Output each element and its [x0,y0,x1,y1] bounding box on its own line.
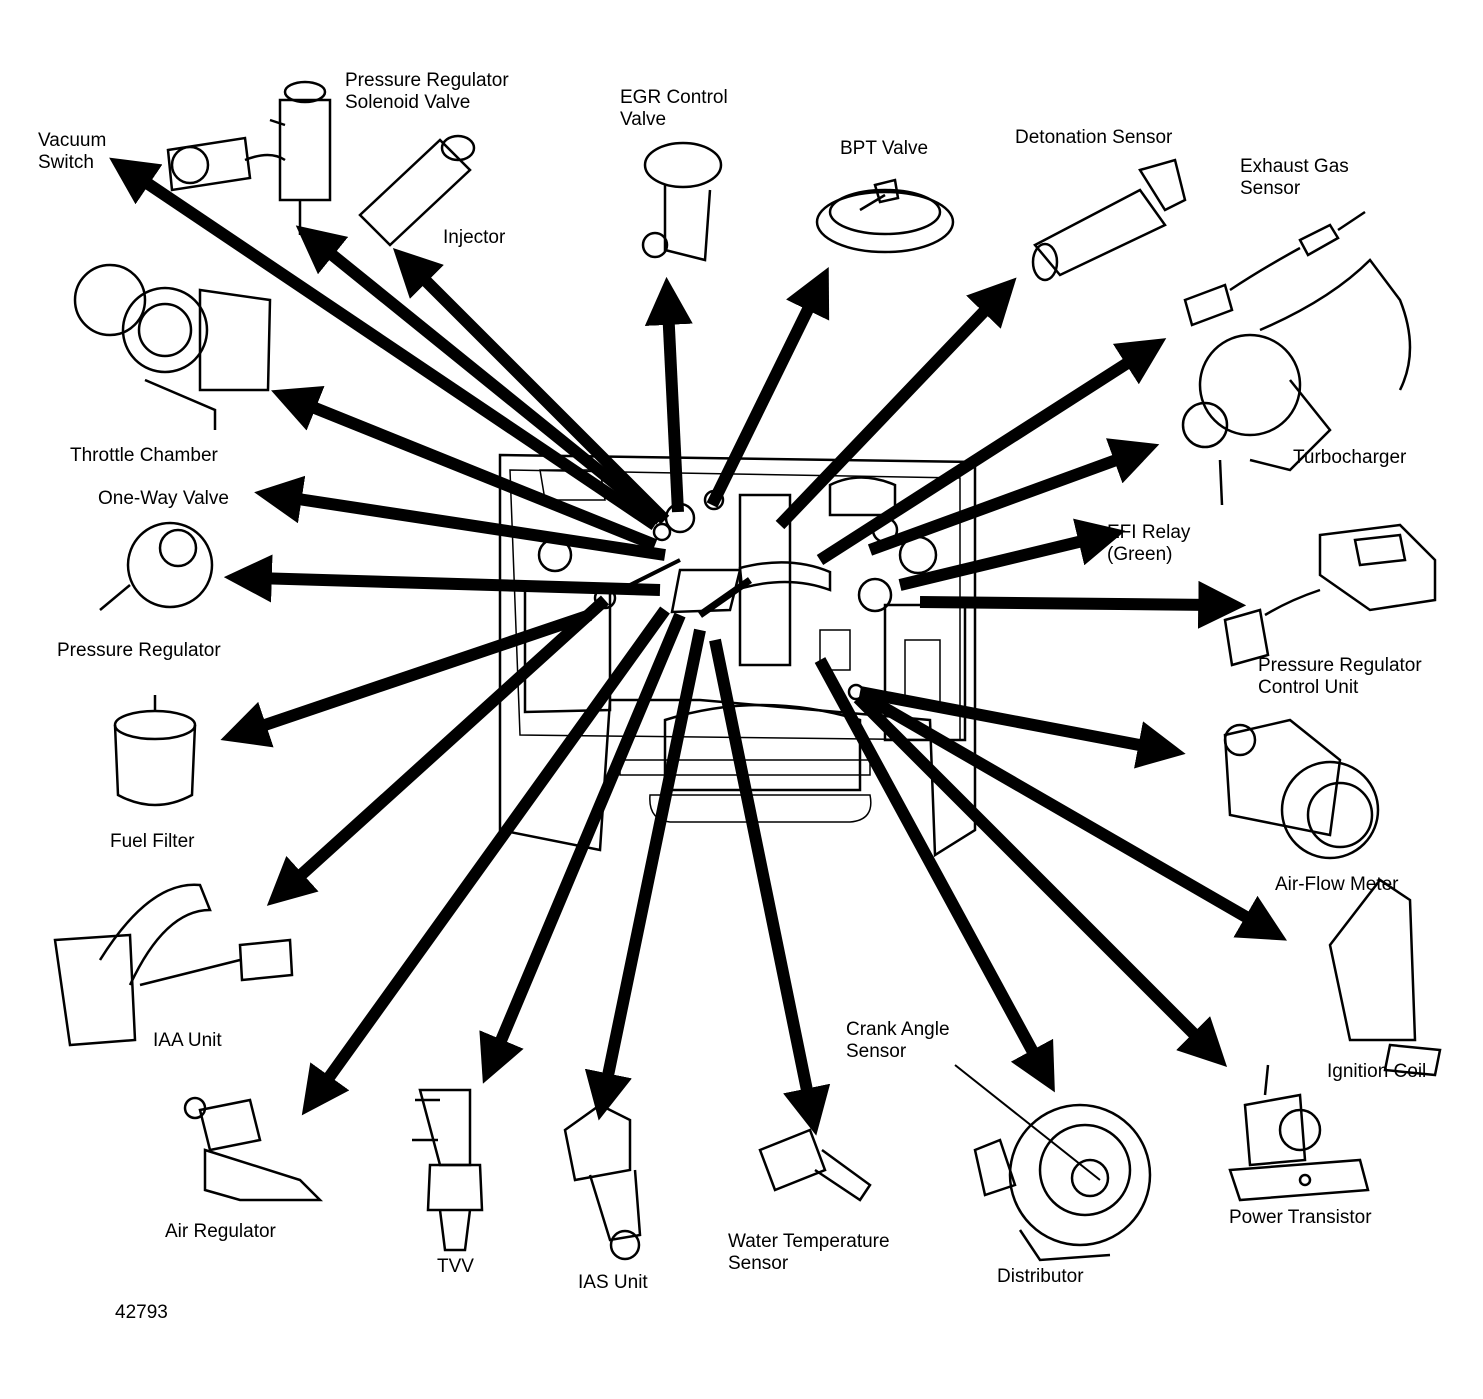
bpt-valve-illustration [815,178,955,254]
label-detonation-sensor: Detonation Sensor [1015,127,1173,148]
label-tvv: TVV [437,1256,474,1277]
power-transistor-illustration [1228,1064,1370,1202]
ignition-coil-illustration [1328,878,1442,1077]
air-flow-meter-illustration [1223,718,1380,860]
label-ias-unit: IAS Unit [578,1272,648,1293]
label-air-regulator: Air Regulator [165,1221,276,1242]
label-air-flow-meter: Air-Flow Meter [1275,874,1399,895]
egr-control-valve-illustration [641,141,723,262]
label-injector: Injector [443,227,506,248]
pointer-arrows [109,157,1288,1136]
label-ignition-coil: Ignition Coil [1327,1061,1427,1082]
air-regulator-illustration [183,1096,324,1202]
exhaust-gas-sensor-illustration [1183,210,1366,327]
detonation-sensor-illustration [1031,158,1187,282]
turbocharger-illustration [1181,258,1412,506]
label-pressure-regulator: Pressure Regulator [57,640,221,661]
ias-unit-illustration [563,1103,642,1261]
injector-illustration [358,134,476,247]
vacuum-switch-illustration [166,136,286,192]
label-distributor: Distributor [997,1266,1084,1287]
one-way-valve-illustration [99,521,214,611]
label-iaa-unit: IAA Unit [153,1030,222,1051]
label-fuel-filter: Fuel Filter [110,831,195,852]
label-efi-relay: EFI Relay(Green) [1107,522,1191,565]
pressure-regulator-solenoid-valve-illustration [269,80,332,235]
label-throttle-chamber: Throttle Chamber [70,445,218,466]
fuel-filter-illustration [113,695,197,807]
label-turbocharger: Turbocharger [1293,447,1407,468]
crank-angle-sensor-leader [954,1064,1101,1181]
figure-number: 42793 [115,1302,168,1323]
water-temperature-sensor-illustration [758,1128,872,1202]
tvv-illustration [412,1088,484,1252]
label-power-transistor: Power Transistor [1229,1207,1372,1228]
label-bpt-valve: BPT Valve [840,138,929,159]
efi-relay-illustration [1223,523,1437,667]
throttle-chamber-illustration [73,263,272,430]
label-one-way-valve: One-Way Valve [98,488,229,509]
iaa-unit-illustration [53,883,294,1047]
distributor-illustration [973,1103,1152,1262]
